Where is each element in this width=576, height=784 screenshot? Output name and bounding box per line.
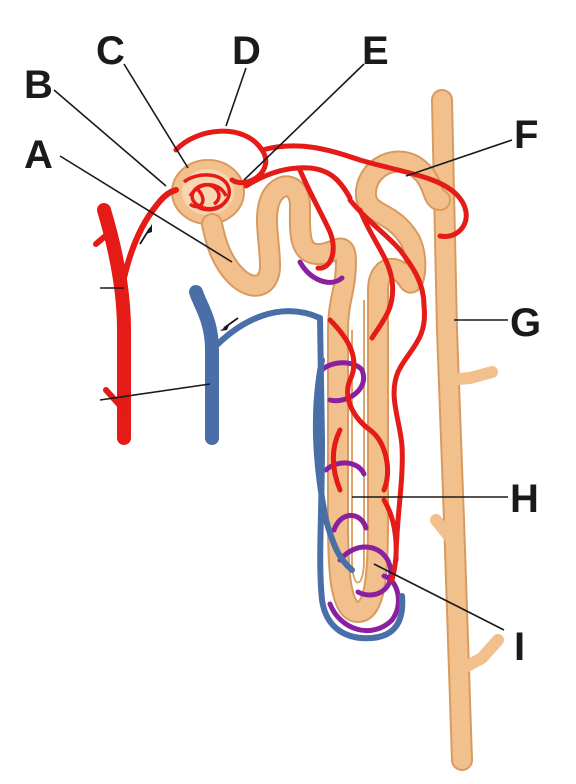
label-A: A (24, 133, 53, 177)
label-C: C (96, 29, 125, 73)
leader-I (373, 563, 505, 631)
renal-artery (93, 128, 469, 583)
label-F: F (514, 113, 538, 157)
leader-F (405, 139, 513, 177)
labels: A B C D E F G H I (24, 29, 541, 669)
leader-blank-2 (99, 383, 211, 401)
collecting-duct (430, 89, 504, 771)
label-B: B (24, 63, 53, 107)
label-I: I (514, 625, 525, 669)
renal-vein (189, 285, 406, 642)
leader-E (243, 63, 365, 181)
label-E: E (362, 29, 389, 73)
peritubular-capillaries (297, 259, 401, 633)
leader-D (225, 67, 247, 127)
label-H: H (510, 477, 539, 521)
leader-C (123, 63, 189, 169)
leader-B (53, 89, 167, 187)
leader-A (59, 155, 233, 263)
label-G: G (510, 301, 541, 345)
label-D: D (232, 29, 261, 73)
leader-lines (53, 63, 513, 631)
